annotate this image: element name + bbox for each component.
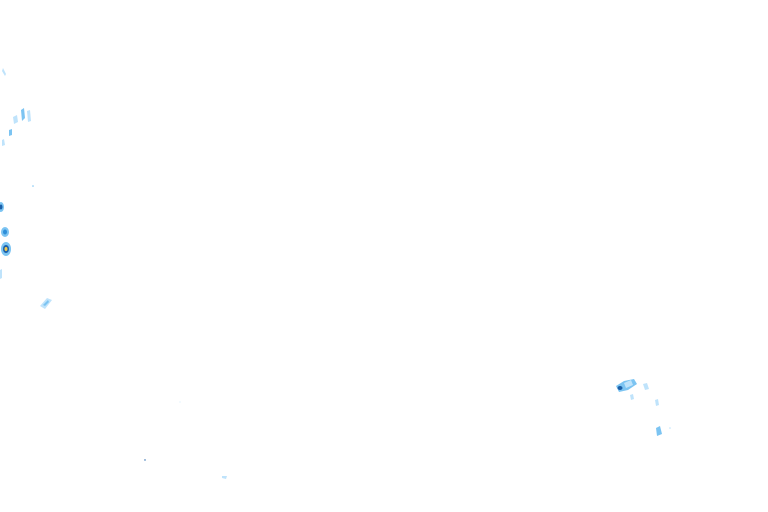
- echo-dot: [669, 427, 671, 429]
- echo-cluster-northwest: [2, 68, 34, 187]
- echo-dot: [179, 401, 181, 403]
- echo-blob: [222, 476, 227, 479]
- echo-blob: [9, 129, 12, 136]
- echo-blob: [13, 115, 18, 124]
- echo-cluster-west: [0, 202, 52, 309]
- echo-cluster-southeast: [616, 379, 671, 436]
- storm-cell-core: [617, 386, 623, 390]
- echo-blob: [2, 139, 5, 146]
- echo-blob: [643, 383, 649, 390]
- echo-dot: [32, 185, 34, 187]
- echo-blob: [27, 110, 31, 122]
- storm-cell-core: [3, 229, 7, 235]
- echo-cluster-south: [144, 401, 227, 479]
- echo-blob: [655, 399, 659, 406]
- echo-dot: [144, 459, 146, 461]
- storm-cell-core: [0, 204, 3, 210]
- echo-blob: [0, 269, 2, 279]
- storm-band: [624, 380, 633, 388]
- echo-streak: [2, 68, 6, 76]
- echo-blob: [21, 108, 25, 121]
- echo-band: [43, 300, 49, 306]
- echo-blob: [656, 426, 662, 436]
- storm-cell-peak: [4, 247, 8, 251]
- echo-blob: [630, 394, 634, 400]
